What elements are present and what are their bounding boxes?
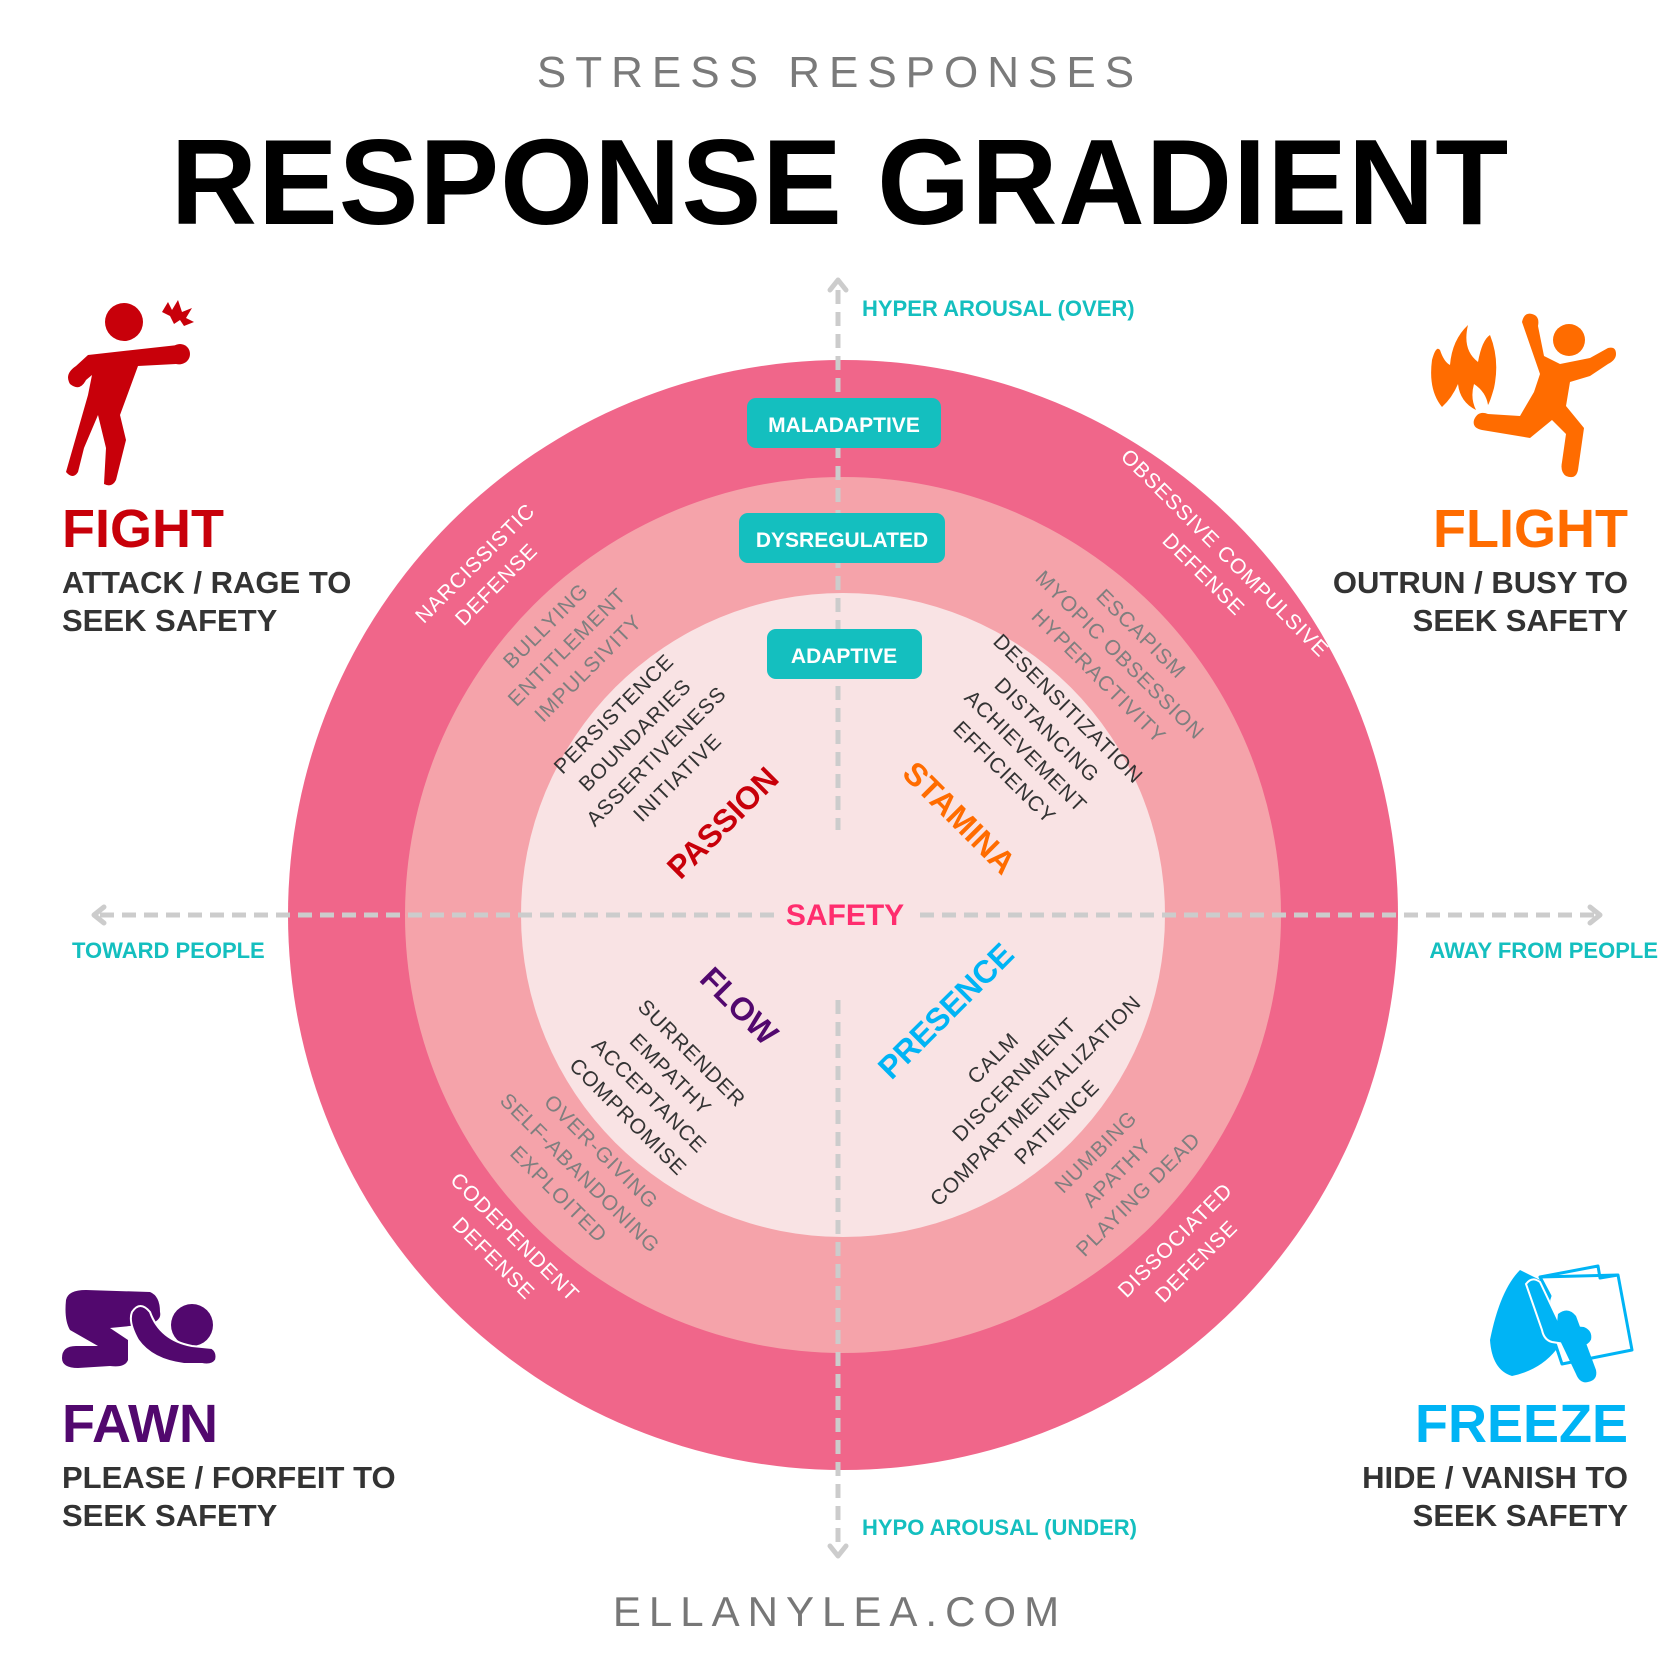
dysregulated-label: DYSREGULATED (756, 529, 928, 552)
arrow-down-icon (827, 1543, 849, 1559)
arrow-right-icon (1587, 904, 1603, 926)
adaptive-circle (521, 593, 1165, 1237)
hiding-person-icon (1490, 1264, 1634, 1383)
flight-description-line2: SEEK SAFETY (1412, 603, 1628, 638)
freeze-description-line2: SEEK SAFETY (1412, 1498, 1628, 1533)
fawn-block: FAWN PLEASE / FORFEIT TO SEEK SAFETY (62, 1393, 396, 1535)
freeze-block: FREEZE HIDE / VANISH TO SEEK SAFETY (1362, 1393, 1628, 1535)
fawn-description-line2: SEEK SAFETY (62, 1498, 278, 1533)
arrow-up-icon (827, 277, 849, 293)
dysregulated-badge: DYSREGULATED (739, 513, 945, 563)
away-from-people-label: AWAY FROM PEOPLE (1429, 938, 1658, 963)
freeze-description-line1: HIDE / VANISH TO (1362, 1460, 1628, 1495)
adaptive-badge: ADAPTIVE (767, 629, 922, 679)
maladaptive-label: MALADAPTIVE (768, 414, 920, 437)
fight-title: FIGHT (62, 499, 224, 559)
footer-website: ELLANYLEA.COM (612, 1588, 1068, 1635)
running-from-fire-icon (1431, 313, 1616, 478)
fight-description-line2: SEEK SAFETY (62, 603, 278, 638)
maladaptive-badge: MALADAPTIVE (747, 398, 941, 448)
fawn-description-line1: PLEASE / FORFEIT TO (62, 1460, 396, 1495)
subtitle: STRESS RESPONSES (536, 48, 1144, 97)
safety-label: SAFETY (786, 899, 904, 932)
hyper-arousal-label: HYPER AROUSAL (OVER) (862, 296, 1135, 321)
page-title: RESPONSE GRADIENT (170, 114, 1510, 250)
flight-title: FLIGHT (1433, 499, 1628, 559)
toward-people-label: TOWARD PEOPLE (72, 938, 265, 963)
bowing-person-icon (62, 1290, 218, 1368)
fawn-title: FAWN (62, 1394, 218, 1454)
adaptive-label: ADAPTIVE (791, 645, 897, 668)
flight-block: FLIGHT OUTRUN / BUSY TO SEEK SAFETY (1333, 498, 1628, 640)
flight-description-line1: OUTRUN / BUSY TO (1332, 565, 1628, 600)
punching-person-icon (66, 300, 194, 486)
fight-description-line1: ATTACK / RAGE TO (62, 565, 352, 600)
fight-block: FIGHT ATTACK / RAGE TO SEEK SAFETY (62, 498, 351, 640)
freeze-title: FREEZE (1414, 1394, 1628, 1454)
arrow-left-icon (91, 904, 107, 926)
hypo-arousal-label: HYPO AROUSAL (UNDER) (862, 1515, 1137, 1540)
